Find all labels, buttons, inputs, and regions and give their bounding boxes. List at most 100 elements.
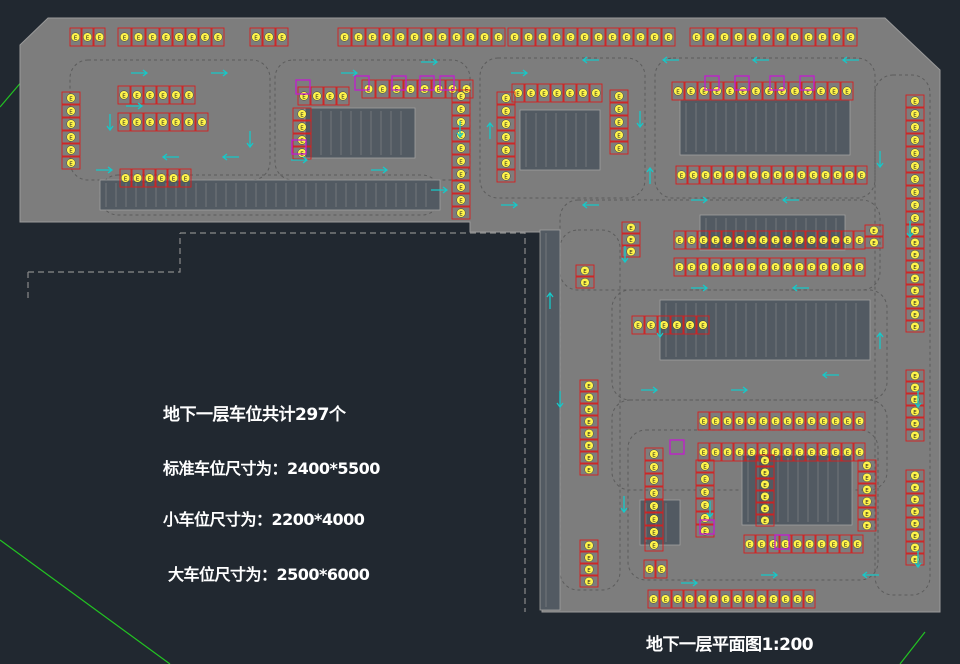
stall-outline [695, 459, 715, 473]
stall-marker [456, 91, 466, 101]
stall-marker [368, 32, 378, 42]
stall-outline [351, 27, 366, 47]
traffic-arrow [914, 551, 922, 569]
stall-marker [910, 122, 920, 132]
parking-stall: E [337, 27, 352, 47]
stall-marker [325, 91, 335, 101]
traffic-arrow [841, 56, 859, 64]
stall-marker [174, 32, 184, 42]
stall-marker-label: E [413, 35, 417, 41]
parking-stall: E [579, 415, 599, 428]
stall-marker-label: E [302, 94, 306, 100]
stall-marker [452, 32, 462, 42]
stall-outline [143, 168, 156, 188]
stall-marker-label: E [822, 238, 826, 244]
stall-marker-label: E [763, 495, 767, 501]
stall-marker [723, 235, 733, 245]
parking-stall: E [707, 589, 720, 609]
parking-stall: E [723, 165, 736, 185]
stall-outline [819, 165, 832, 185]
parking-stall: E [803, 534, 816, 554]
stall-outline [591, 27, 606, 47]
stall-marker-label: E [800, 173, 804, 179]
parking-stall: E [731, 27, 746, 47]
stall-marker [910, 519, 920, 529]
traffic-arrow [126, 102, 144, 110]
stall-marker-label: E [820, 542, 824, 548]
stall-marker-label: E [625, 35, 629, 41]
core-fill [539, 229, 561, 611]
stall-outline [657, 315, 671, 335]
stall-outline [755, 478, 775, 491]
stall-marker-label: E [779, 35, 783, 41]
stall-outline [857, 471, 877, 484]
stall-marker-label: E [810, 265, 814, 271]
stall-marker [829, 539, 839, 549]
stall-marker [819, 447, 829, 457]
stall-marker [526, 88, 536, 98]
stall-marker-label: E [763, 519, 767, 525]
stall-marker-label: E [836, 173, 840, 179]
parking-stall: E [905, 369, 925, 382]
parking-stall: E [644, 486, 664, 500]
stall-outline [685, 257, 698, 277]
stall-outline [389, 79, 404, 99]
stall-outline [633, 27, 648, 47]
stall-marker-label: E [676, 597, 680, 603]
stall-marker [760, 480, 770, 490]
stall-outline [755, 466, 775, 479]
stall-marker [378, 84, 388, 94]
parking-stall: E [851, 534, 864, 554]
stall-marker-label: E [913, 386, 917, 392]
parking-stall: E [195, 112, 209, 132]
stall-marker-label: E [846, 265, 850, 271]
stall-outline [905, 429, 925, 442]
stall-outline [537, 83, 551, 103]
stall-outline [496, 130, 516, 144]
guide-line [0, 539, 171, 664]
parking-stall: E [805, 257, 818, 277]
parking-stall: E [841, 257, 854, 277]
parking-stall: E [61, 130, 81, 144]
stall-outline [93, 27, 106, 47]
stall-outline [787, 27, 802, 47]
parking-stall: E [579, 463, 599, 476]
parking-stall: E [755, 534, 768, 554]
parking-stall: E [814, 81, 828, 101]
stall-marker-label: E [786, 265, 790, 271]
stall-marker-label: E [913, 422, 917, 428]
stall-marker-label: E [122, 120, 126, 126]
stall-outline [589, 83, 603, 103]
stall-outline [905, 236, 925, 249]
stall-marker [700, 461, 710, 471]
traffic-arrows [96, 56, 922, 587]
traffic-arrow [501, 201, 519, 209]
stall-outline [379, 27, 394, 47]
parking-stall: E [683, 315, 697, 335]
stall-marker-label: E [542, 91, 546, 97]
parking-stall: E [644, 447, 664, 461]
stall-marker-label: E [913, 546, 917, 552]
stall-marker [144, 173, 154, 183]
parking-stall: E [745, 442, 758, 462]
core-block [679, 99, 851, 156]
parking-stall: E [563, 83, 577, 103]
stall-marker-label: E [752, 173, 756, 179]
stall-marker [119, 90, 129, 100]
stall-marker-label: E [678, 238, 682, 244]
parking-stall: E [496, 130, 516, 144]
driveway-loop [611, 289, 888, 401]
stall-outline [851, 534, 864, 554]
stall-marker [501, 93, 511, 103]
stall-marker [456, 169, 466, 179]
stall-marker-label: E [913, 434, 917, 440]
parking-stall: E [375, 79, 390, 99]
parking-stall: E [579, 379, 599, 392]
stall-outline [365, 27, 380, 47]
parking-stall: E [684, 81, 698, 101]
stall-marker [156, 173, 166, 183]
